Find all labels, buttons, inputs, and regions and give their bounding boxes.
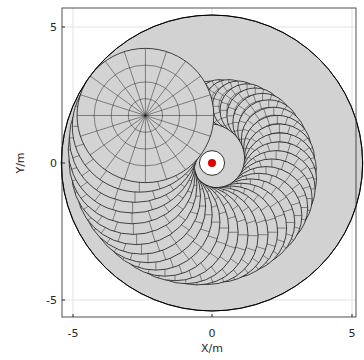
axes-box bbox=[62, 8, 356, 317]
tick-label: 5 bbox=[50, 22, 57, 33]
tick-mark bbox=[62, 300, 65, 301]
centre-hole bbox=[199, 151, 224, 176]
outer-disc bbox=[61, 15, 362, 311]
tick-label: 0 bbox=[50, 158, 57, 169]
axis-label: Y/m bbox=[15, 152, 26, 173]
mesh-ring bbox=[94, 65, 197, 166]
tick-mark bbox=[62, 163, 65, 164]
tick-mark bbox=[352, 314, 353, 317]
centre-dot bbox=[208, 159, 216, 167]
mesh-ring bbox=[111, 82, 179, 149]
tick-mark bbox=[62, 27, 65, 28]
axes-frame bbox=[62, 8, 356, 317]
mesh-circle bbox=[77, 48, 214, 182]
tick-label: 5 bbox=[349, 328, 356, 339]
mesh-ring bbox=[128, 99, 162, 133]
circle-patch bbox=[77, 48, 214, 182]
mesh-circles bbox=[68, 48, 316, 285]
tick-mark bbox=[73, 314, 74, 317]
tick-label: -5 bbox=[68, 328, 79, 339]
tick-label: -5 bbox=[46, 295, 57, 306]
tick-mark bbox=[212, 314, 213, 317]
outer-circle bbox=[61, 15, 362, 311]
axis-label: X/m bbox=[201, 343, 223, 354]
tick-label: 0 bbox=[209, 328, 216, 339]
